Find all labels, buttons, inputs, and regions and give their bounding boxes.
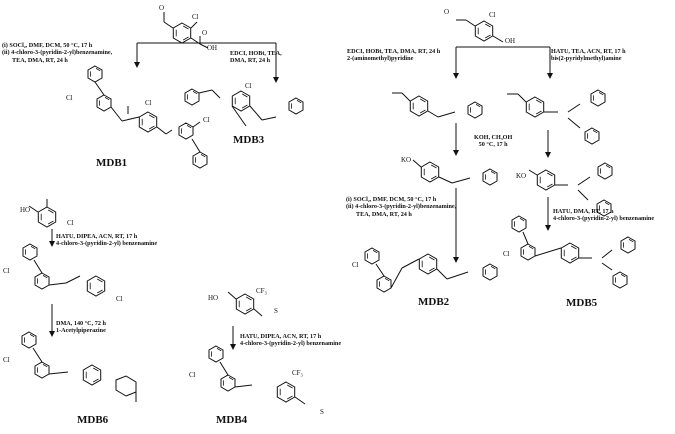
atom-cl-2: Cl	[66, 94, 73, 102]
compound-label-mdb5: MDB5	[566, 297, 598, 309]
condition-mdb4-b: 4-chloro-3-(pyridin-2-yl) benzenamine	[240, 340, 342, 348]
structure-mdb3	[184, 88, 304, 127]
atom-oh-2: OH	[505, 37, 516, 45]
atom-oh-1: OH	[207, 44, 218, 52]
atom-cl-9: Cl	[67, 219, 74, 227]
structure-mdb1	[87, 65, 208, 169]
structure-chloropyridine-amide	[22, 243, 106, 297]
atom-cl-3: Cl	[145, 99, 152, 107]
atom-cl-8: Cl	[503, 250, 510, 258]
conditions-ester-amide: EDCI, HOBt, TEA, DMA, RT, 24 h 2-(aminom…	[347, 48, 440, 63]
condition-mdb3-a: EDCI, HOBt, TEA,	[230, 50, 282, 57]
condition-hydrolysis-a: KOH, CH₃OH	[474, 134, 513, 141]
atom-cl-7: Cl	[352, 261, 359, 269]
atom-o-3: O	[444, 8, 450, 16]
structure-ester-amide	[392, 92, 483, 119]
condition-mdb2-step1: (i) SOCl₂, DMF, DCM, 50 °C, 17 h	[346, 196, 437, 203]
atom-cl-10: Cl	[3, 267, 10, 275]
structure-mdb2	[364, 247, 498, 293]
structure-ester-bisamide	[507, 89, 606, 145]
atom-s-1: S	[274, 307, 278, 315]
structure-ester-acid	[456, 19, 504, 43]
atom-o-1: O	[159, 4, 165, 12]
condition-mdb1-step2b: TEA, DMA, RT, 24 h	[12, 56, 68, 64]
condition-mdb5-b: 4-chloro-3-(pyridin-2-yl) benzenamine	[553, 215, 655, 223]
condition-mdb5-a: HATU, DMA, RT, 17 h	[553, 208, 614, 215]
condition-mdb6-step1b: 4-chloro-3-(pyridin-2-yl) benzenamine	[56, 240, 158, 248]
condition-mdb1-step2a: (ii) 4-chloro-3-(pyridin-2-yl)benzenamin…	[2, 49, 113, 57]
compound-label-mdb3: MDB3	[233, 134, 265, 146]
atom-ho-1: HO	[20, 206, 31, 214]
conditions-mdb6-step1: HATU, DIPEA, ACN, RT, 17 h 4-chloro-3-(p…	[56, 233, 157, 248]
atom-cl-12: Cl	[3, 356, 10, 364]
atom-cl-5: Cl	[245, 82, 252, 90]
conditions-mdb2: (i) SOCl₂, DMF, DCM, 50 °C, 17 h (ii) 4-…	[346, 196, 456, 218]
atom-cl-11: Cl	[116, 295, 123, 303]
atom-cl-13: Cl	[189, 371, 196, 379]
condition-mdb6-step1a: HATU, DIPEA, ACN, RT, 17 h	[56, 233, 138, 240]
condition-mdb4-a: HATU, DIPEA, ACN, RT, 17 h	[240, 333, 322, 340]
atom-cl-4: Cl	[203, 116, 210, 124]
conditions-mdb4: HATU, DIPEA, ACN, RT, 17 h 4-chloro-3-(p…	[240, 333, 341, 348]
conditions-mdb5: HATU, DMA, RT, 17 h 4-chloro-3-(pyridin-…	[553, 208, 654, 223]
structure-potassium-salt-a	[412, 159, 498, 186]
conditions-hydrolysis: KOH, CH₃OH 50 °C, 17 h	[474, 134, 512, 149]
structure-mdb5	[511, 215, 636, 289]
atom-ho-2: HO	[208, 294, 219, 302]
compound-label-mdb6: MDB6	[77, 414, 109, 426]
compound-label-mdb2: MDB2	[418, 296, 450, 308]
structure-mdb4	[208, 345, 306, 405]
structure-mdb6	[21, 331, 137, 402]
structure-potassium-salt-b	[528, 162, 613, 217]
compound-label-mdb1: MDB1	[96, 157, 128, 169]
compound-label-mdb4: MDB4	[216, 414, 248, 426]
structure-sulfonamide-acid	[227, 291, 263, 317]
atom-cf3-2: CF₃	[292, 369, 304, 377]
conditions-mdb6-step2: DMA, 140 °C, 72 h 1-Acetylpiperazine	[56, 320, 106, 335]
structure-chloronicotinic-acid	[28, 199, 57, 228]
conditions-mdb1: (i) SOCl₂, DMF, DCM, 50 °C, 17 h (ii) 4-…	[2, 42, 112, 64]
atom-cl-6: Cl	[489, 11, 496, 19]
conditions-ester-bisamide: HATU, TEA, ACN, RT, 17 h bis(2-pyridylme…	[551, 48, 626, 63]
condition-ester-amide-a: EDCI, HOBt, TEA, DMA, RT, 24 h	[347, 48, 441, 55]
condition-mdb1-step1: (i) SOCl₂, DMF, DCM, 50 °C, 17 h	[2, 42, 93, 49]
atom-s-2: S	[320, 408, 324, 416]
condition-hydrolysis-b: 50 °C, 17 h	[478, 141, 508, 149]
condition-ester-bisamide-b: bis(2-pyridylmethyl)amine	[551, 55, 622, 63]
condition-mdb2-step2a: (ii) 4-chloro-3-(pyridin-2-yl)benzenamin…	[346, 203, 457, 211]
conditions-mdb3: EDCI, HOBt, TEA, DMA, RT, 24 h	[230, 50, 282, 65]
atom-ko-1: KO	[401, 156, 412, 164]
condition-mdb6-step2b: 1-Acetylpiperazine	[56, 327, 106, 335]
condition-mdb2-step2b: TEA, DMA, RT, 24 h	[356, 210, 412, 218]
condition-ester-amide-b: 2-(aminomethyl)pyridine	[347, 55, 414, 63]
atom-ko-2: KO	[516, 172, 527, 180]
atom-cl-1: Cl	[192, 13, 199, 21]
atom-cf3-1: CF₃	[256, 287, 268, 295]
condition-mdb3-b: DMA, RT, 24 h	[230, 57, 271, 65]
condition-ester-bisamide-a: HATU, TEA, ACN, RT, 17 h	[551, 48, 626, 55]
atom-o-2: O	[202, 29, 208, 37]
condition-mdb6-step2a: DMA, 140 °C, 72 h	[56, 320, 106, 327]
